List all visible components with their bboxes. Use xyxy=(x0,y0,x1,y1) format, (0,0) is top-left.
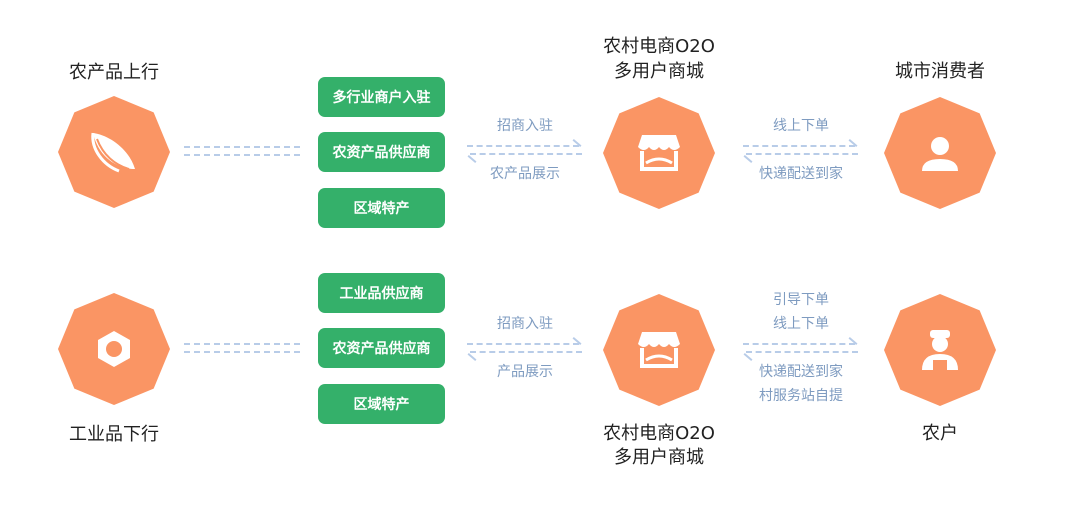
mall-title-1a: 农村电商O2O xyxy=(603,36,715,57)
flow-label: 村服务站自提 xyxy=(759,388,843,404)
tag-button[interactable]: 区域特产 xyxy=(318,384,445,424)
flow-label: 快递配送到家 xyxy=(759,166,843,182)
arrowhead xyxy=(467,155,477,163)
mall-title-2b: 多用户商城 xyxy=(614,447,704,468)
flow-label: 线上下单 xyxy=(773,118,829,134)
flow-label: 快递配送到家 xyxy=(759,364,843,380)
storefront-icon xyxy=(638,332,680,368)
tag-button[interactable]: 农资产品供应商 xyxy=(318,328,445,368)
peapod-node xyxy=(58,96,170,208)
left-title-2: 工业品下行 xyxy=(69,424,159,445)
right-title-1: 城市消费者 xyxy=(895,61,985,82)
arrowhead xyxy=(743,155,753,163)
arrow-left xyxy=(470,351,582,353)
tag-button[interactable]: 多行业商户入驻 xyxy=(318,77,445,117)
industrial-node xyxy=(58,293,170,405)
flow-label: 招商入驻 xyxy=(497,118,553,134)
flow-label: 产品展示 xyxy=(497,364,553,380)
mall-node xyxy=(603,97,715,209)
flow-label: 招商入驻 xyxy=(497,316,553,332)
flow-label: 引导下单 xyxy=(773,292,829,308)
tag-button[interactable]: 区域特产 xyxy=(318,188,445,228)
connector-line xyxy=(184,154,300,156)
arrow-right xyxy=(743,343,855,345)
arrow-left xyxy=(746,351,858,353)
hex-nut-icon xyxy=(98,331,130,367)
connector-line xyxy=(184,343,300,345)
arrow-left xyxy=(746,153,858,155)
arrow-right xyxy=(467,145,579,147)
arrow-right xyxy=(743,145,855,147)
arrow-left xyxy=(470,153,582,155)
consumer-node xyxy=(884,97,996,209)
arrowhead xyxy=(743,353,753,361)
connector-line xyxy=(184,146,300,148)
mall-node xyxy=(603,294,715,406)
mall-title-2a: 农村电商O2O xyxy=(603,423,715,444)
flow-label: 农产品展示 xyxy=(490,166,560,182)
consumer-icon xyxy=(922,137,958,171)
mall-title-1b: 多用户商城 xyxy=(614,61,704,82)
storefront-icon xyxy=(638,135,680,171)
farmer-icon xyxy=(922,330,958,370)
connector-line xyxy=(184,351,300,353)
tag-button[interactable]: 农资产品供应商 xyxy=(318,132,445,172)
arrow-right xyxy=(467,343,579,345)
arrowhead xyxy=(467,353,477,361)
left-title-1: 农产品上行 xyxy=(69,62,159,83)
farmer-node xyxy=(884,294,996,406)
peapod-icon xyxy=(91,132,135,173)
right-title-2: 农户 xyxy=(922,423,958,444)
tag-button[interactable]: 工业品供应商 xyxy=(318,273,445,313)
flow-label: 线上下单 xyxy=(773,316,829,332)
